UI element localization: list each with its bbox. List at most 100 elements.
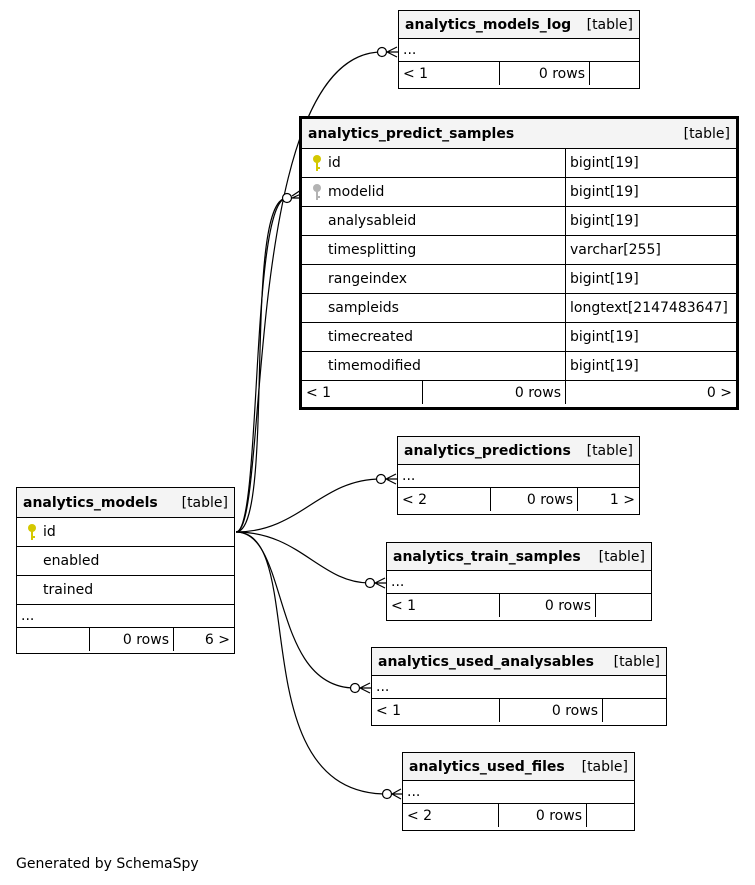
table-header: analytics_predict_samples [table] xyxy=(302,119,736,149)
ellipsis-row: ... xyxy=(399,39,639,62)
column-row[interactable]: modelid bigint[19] xyxy=(302,178,736,207)
children-count xyxy=(595,594,651,617)
edge-predict-samples xyxy=(235,197,288,533)
parents-count: < 1 xyxy=(403,65,429,82)
table-header: analytics_used_analysables [table] xyxy=(372,648,666,676)
table-header: analytics_used_files [table] xyxy=(403,753,634,781)
column-name: id xyxy=(43,524,56,540)
column-row[interactable]: id bigint[19] xyxy=(302,149,736,178)
children-count: 6 > xyxy=(173,628,234,651)
table-footer: < 1 0 rows 0 > xyxy=(302,381,736,404)
column-type: bigint[19] xyxy=(570,184,639,200)
table-name: analytics_models_log xyxy=(405,16,572,33)
column-type: bigint[19] xyxy=(570,271,639,287)
children-count xyxy=(586,804,634,827)
crowfoot-models-log xyxy=(386,46,398,58)
table-name: analytics_used_files xyxy=(409,758,565,775)
column-list: id bigint[19] modelid bigint[19] analysa… xyxy=(302,149,736,381)
table-header: analytics_models [table] xyxy=(17,488,234,518)
table-type: [table] xyxy=(586,16,633,33)
column-type: bigint[19] xyxy=(570,358,639,374)
table-type: [table] xyxy=(581,758,628,775)
children-count xyxy=(602,699,666,722)
table-analytics-predict-samples[interactable]: analytics_predict_samples [table] id big… xyxy=(299,116,739,410)
table-name: analytics_predict_samples xyxy=(308,125,515,142)
column-row[interactable]: enabled xyxy=(17,547,234,576)
zero-marker-train-samples xyxy=(364,577,376,589)
column-type: bigint[19] xyxy=(570,329,639,345)
column-name: timemodified xyxy=(328,358,421,374)
table-name: analytics_predictions xyxy=(404,442,571,459)
parents-count: < 1 xyxy=(306,384,332,401)
row-count: 0 rows xyxy=(499,62,589,85)
ellipsis-row: ... xyxy=(387,571,651,594)
crowfoot-used-files xyxy=(391,788,402,800)
column-type: longtext[2147483647] xyxy=(570,300,728,316)
generated-by-footer: Generated by SchemaSpy xyxy=(16,856,199,872)
row-count: 0 rows xyxy=(498,804,586,827)
edge-train-samples xyxy=(235,531,371,584)
column-row[interactable]: timemodified bigint[19] xyxy=(302,352,736,381)
table-footer: < 1 0 rows xyxy=(387,594,651,617)
parents-count: < 2 xyxy=(407,807,433,824)
ellipsis-row: ... xyxy=(398,465,639,488)
column-name: rangeindex xyxy=(328,271,408,287)
row-count: 0 rows xyxy=(89,628,173,651)
children-count: 1 > xyxy=(577,488,639,511)
column-row[interactable]: sampleids longtext[2147483647] xyxy=(302,294,736,323)
table-analytics-predictions[interactable]: analytics_predictions [table] ... < 2 0 … xyxy=(397,436,640,515)
table-name: analytics_train_samples xyxy=(393,548,581,565)
table-name: analytics_used_analysables xyxy=(378,653,594,670)
column-name: analysableid xyxy=(328,213,417,229)
column-row[interactable]: timesplitting varchar[255] xyxy=(302,236,736,265)
column-row[interactable]: rangeindex bigint[19] xyxy=(302,265,736,294)
table-analytics-train-samples[interactable]: analytics_train_samples [table] ... < 1 … xyxy=(386,542,652,621)
table-type: [table] xyxy=(683,125,730,142)
column-row[interactable]: analysableid bigint[19] xyxy=(302,207,736,236)
column-name: modelid xyxy=(328,184,385,200)
row-count: 0 rows xyxy=(490,488,577,511)
table-analytics-used-analysables[interactable]: analytics_used_analysables [table] ... <… xyxy=(371,647,667,726)
edge-models-log xyxy=(235,51,383,533)
edge-predict-samples-b xyxy=(235,197,288,533)
table-header: analytics_models_log [table] xyxy=(399,11,639,39)
column-type: varchar[255] xyxy=(570,242,661,258)
parents-count: < 2 xyxy=(402,491,428,508)
column-row[interactable]: trained xyxy=(17,576,234,605)
children-count xyxy=(589,62,639,85)
table-type: [table] xyxy=(598,548,645,565)
column-name: timesplitting xyxy=(328,242,417,258)
ellipsis-row: ... xyxy=(372,676,666,699)
parents-count xyxy=(17,628,89,651)
table-name: analytics_models xyxy=(23,494,158,511)
column-name: timecreated xyxy=(328,329,413,345)
crowfoot-used-analysables xyxy=(359,682,371,694)
row-count: 0 rows xyxy=(422,381,565,404)
table-type: [table] xyxy=(613,653,660,670)
primary-key-icon xyxy=(306,154,328,172)
column-name: enabled xyxy=(43,553,100,569)
table-analytics-used-files[interactable]: analytics_used_files [table] ... < 2 0 r… xyxy=(402,752,635,831)
column-type: bigint[19] xyxy=(570,155,639,171)
table-analytics-models-log[interactable]: analytics_models_log [table] ... < 1 0 r… xyxy=(398,10,640,89)
table-footer: 0 rows 6 > xyxy=(17,628,234,651)
zero-marker-predict-samples xyxy=(281,192,293,204)
column-type: bigint[19] xyxy=(570,213,639,229)
crowfoot-predictions xyxy=(385,473,397,485)
table-footer: < 1 0 rows xyxy=(372,699,666,722)
column-name: id xyxy=(328,155,341,171)
column-row[interactable]: id xyxy=(17,518,234,547)
edge-used-files xyxy=(235,531,388,795)
zero-marker-used-analysables xyxy=(349,682,361,694)
table-analytics-models[interactable]: analytics_models [table] id enabled trai… xyxy=(16,487,235,654)
table-footer: < 1 0 rows xyxy=(399,62,639,85)
parents-count: < 1 xyxy=(376,702,402,719)
edge-used-analysables xyxy=(235,531,356,689)
edge-predictions xyxy=(235,478,382,533)
column-row[interactable]: timecreated bigint[19] xyxy=(302,323,736,352)
zero-marker-models-log xyxy=(376,46,388,58)
primary-key-icon xyxy=(21,523,43,541)
column-name: trained xyxy=(43,582,94,598)
table-type: [table] xyxy=(181,494,228,511)
